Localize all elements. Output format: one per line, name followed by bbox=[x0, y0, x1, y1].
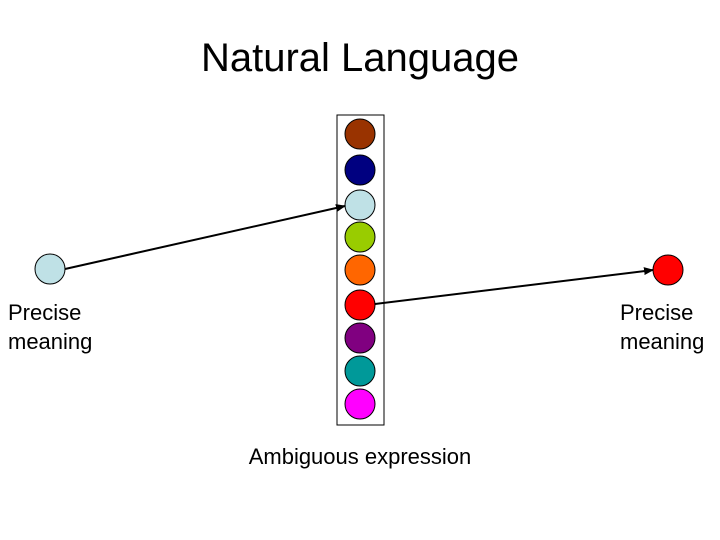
expression-caption: Ambiguous expression bbox=[248, 444, 472, 469]
left-meaning-label: Precise meaning bbox=[8, 298, 92, 356]
arrow-expression-to-meaning bbox=[374, 267, 654, 305]
stack-circle-4 bbox=[344, 221, 376, 253]
stack-circle-9 bbox=[344, 388, 376, 420]
right-meaning-label-line1: Precise bbox=[620, 300, 694, 325]
stack-circle-5 bbox=[344, 254, 376, 286]
arrow-meaning-to-expression bbox=[64, 204, 346, 270]
right-meaning-label: Precise meaning bbox=[620, 298, 704, 356]
stack-circle-7 bbox=[344, 322, 376, 354]
stack-circle-2 bbox=[344, 154, 376, 186]
stack-circle-6 bbox=[344, 289, 376, 321]
left-meaning-label-line2: meaning bbox=[8, 329, 93, 354]
right-meaning-label-line2: meaning bbox=[620, 329, 705, 354]
stack-circle-1 bbox=[344, 118, 376, 150]
left-meaning-node bbox=[34, 253, 66, 285]
stack-circle-3 bbox=[344, 189, 376, 221]
stack-circle-8 bbox=[344, 355, 376, 387]
expression-stack bbox=[344, 118, 376, 420]
right-meaning-node bbox=[652, 254, 684, 286]
page-title: Natural Language bbox=[200, 36, 520, 80]
left-meaning-label-line1: Precise bbox=[8, 300, 82, 325]
